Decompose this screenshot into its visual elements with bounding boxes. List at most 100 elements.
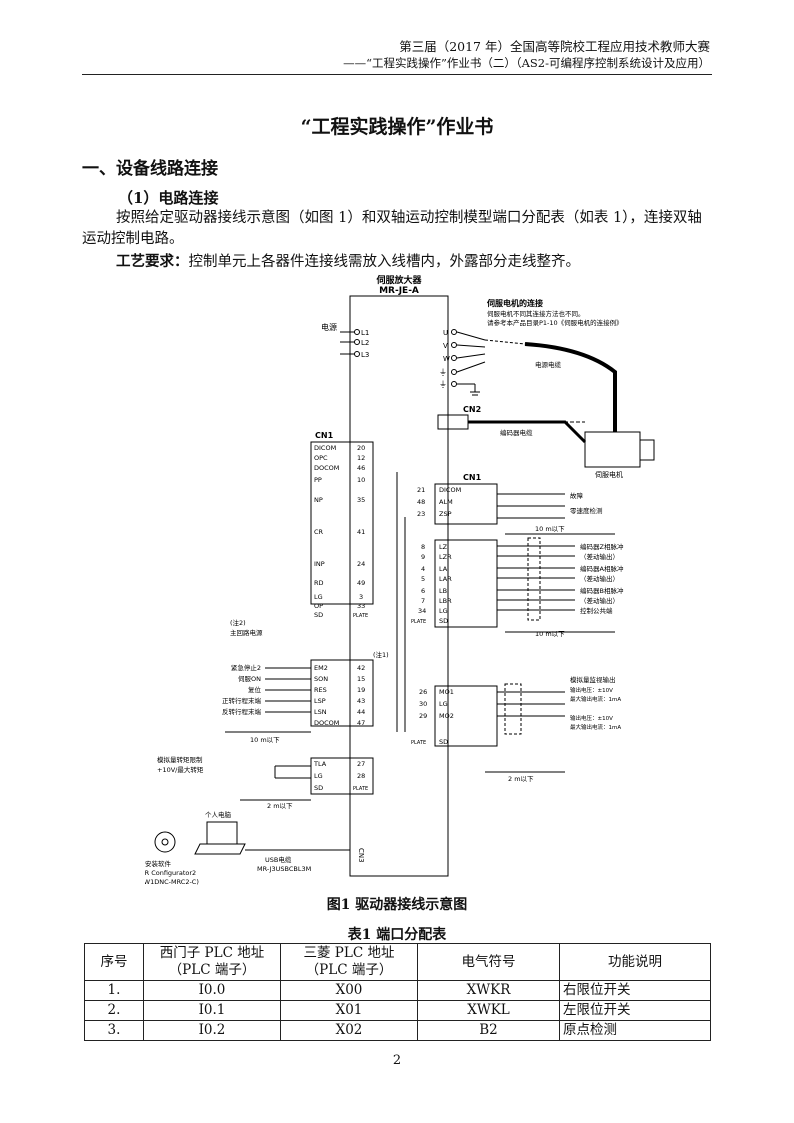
pin-num: 21	[417, 486, 425, 494]
pin-num: PLATE	[411, 619, 426, 625]
software-label-2: MR Configurator2	[145, 869, 196, 877]
motor-conn-note-1: 伺服电机不同其连接方法也不同。	[487, 309, 585, 318]
cell-mitsubishi: X00	[280, 980, 418, 1001]
cell-symbol: XWKR	[417, 980, 560, 1001]
page-number: 2	[392, 1053, 402, 1068]
length-2m-1: 2 m以下	[508, 775, 534, 783]
pin-name: TLA	[313, 760, 327, 768]
out-volt-1: 输出电压：±10V	[570, 686, 613, 694]
pin-name: INP	[314, 560, 325, 568]
pin-name: ALM	[439, 498, 453, 506]
pin-name: CR	[314, 528, 324, 536]
cell-mitsubishi: X02	[280, 1020, 418, 1041]
pin-name: RD	[314, 579, 324, 587]
header-symbol: 电气符号	[417, 943, 560, 981]
encoder-cable-line	[468, 420, 587, 444]
pin-v: V	[443, 342, 448, 350]
pin-num: 30	[419, 700, 427, 708]
requirement-label: 工艺要求：	[116, 253, 189, 270]
header-line-1: 第三届（2017 年）全国高等院校工程应用技术教师大赛	[399, 39, 710, 54]
power-cable-label: 电源电缆	[535, 360, 562, 369]
pin-name: LG	[439, 607, 448, 615]
header-index: 序号	[84, 943, 144, 981]
pin-num: 5	[421, 575, 425, 583]
input-label: 伺服ON	[238, 675, 261, 683]
pin-num: 4	[421, 565, 425, 573]
pin-num: 28	[357, 772, 365, 780]
cell-index: 1.	[84, 980, 144, 1001]
pin-name: LBR	[439, 597, 452, 605]
zero-speed-label: 零速度检测	[570, 506, 603, 515]
pin-num: PLATE	[353, 786, 368, 792]
pin-name: OPC	[314, 454, 328, 462]
usb-label-2: MR-J3USBCBL3M	[257, 865, 311, 873]
power-cable	[524, 342, 617, 432]
pin-name: SON	[314, 675, 328, 683]
pin-name: MO2	[439, 712, 454, 720]
pin-l2: L2	[361, 339, 369, 347]
pin-name: SD	[439, 738, 448, 746]
cell-siemens: I0.0	[143, 980, 281, 1001]
pin-num: PLATE	[411, 740, 426, 746]
amplifier-body	[349, 295, 449, 877]
pin-name: EM2	[314, 664, 328, 672]
cell-function: 右限位开关	[559, 980, 711, 1001]
cn3-label: CN3	[357, 848, 365, 863]
input-label: 正转行程末端	[222, 696, 262, 705]
software-label-1: 安装软件	[145, 859, 172, 868]
cell-mitsubishi: X01	[280, 1000, 418, 1021]
pin-l3: L3	[361, 351, 369, 359]
header-siemens-line2: （PLC 端子）	[168, 962, 256, 978]
pin-name: LA	[439, 565, 448, 573]
header-line-2: ——“工程实践操作”作业书（二）（AS2-可编程序控制系统设计及应用）	[343, 56, 710, 70]
length-10m-2: 10 m以下	[535, 630, 565, 638]
pin-name: LG	[314, 593, 323, 601]
requirement-text: 控制单元上各器件连接线需放入线槽内，外露部分走线整齐。	[188, 254, 581, 270]
enc-b-label: 编码器B相脉冲	[580, 586, 624, 595]
ctrl-common-label: 控制公共端	[580, 606, 613, 615]
pin-num: 15	[357, 675, 365, 683]
pin-name: DICOM	[439, 486, 461, 494]
software-label-3: (SW1DNC-MRC2-C)	[145, 878, 199, 886]
analog-monitor-label: 模拟量监视输出	[570, 675, 616, 684]
pin-num: 26	[419, 688, 427, 696]
power-label: 电源	[321, 322, 337, 332]
cell-index: 2.	[84, 1000, 144, 1021]
doc-title: “工程实践操作”作业书	[300, 116, 494, 138]
pin-name: LG	[439, 700, 448, 708]
max-cur-1: 最大输出电流：1mA	[570, 695, 621, 703]
pc-section: 个人电脑 安装软件 MR Configurator2 (SW1DNC-MRC2-…	[145, 810, 365, 886]
note1-label: (注1)	[373, 650, 389, 659]
pin-num: 19	[357, 686, 365, 694]
header-mitsubishi: 三菱 PLC 地址（PLC 端子）	[280, 943, 418, 981]
pin-w: W	[443, 355, 450, 363]
port-assignment-table: 序号 西门子 PLC 地址（PLC 端子） 三菱 PLC 地址（PLC 端子） …	[84, 943, 711, 1041]
header-function: 功能说明	[559, 943, 711, 981]
input-label: 复位	[248, 685, 262, 694]
pin-name: OP	[314, 602, 323, 610]
usb-label-1: USB电缆	[265, 855, 292, 864]
table-row: 2. I0.1 X01 XWKL 左限位开关	[84, 1000, 711, 1021]
diff-out-3: （差动输出）	[580, 596, 619, 605]
pin-name: LZ	[439, 543, 448, 551]
pin-name: LB	[439, 587, 447, 595]
max-cur-2: 最大输出电流：1mA	[570, 723, 621, 731]
pin-name: SD	[439, 617, 448, 625]
pin-num: 6	[421, 587, 425, 595]
pin-name: DOCOM	[314, 464, 339, 472]
pin-name: NP	[314, 496, 323, 504]
pin-num: 42	[357, 664, 365, 672]
pin-name: DOCOM	[314, 719, 339, 727]
pin-num: 44	[357, 708, 365, 716]
cell-siemens: I0.2	[143, 1020, 281, 1041]
pin-name: LSP	[314, 697, 326, 705]
pin-num: 24	[357, 560, 365, 568]
pin-num: 49	[357, 579, 365, 587]
diff-out-1: （差动输出）	[580, 552, 619, 561]
cell-symbol: B2	[417, 1020, 560, 1041]
pin-num: 34	[418, 607, 426, 615]
main-power-label: 主回路电源	[230, 628, 263, 637]
